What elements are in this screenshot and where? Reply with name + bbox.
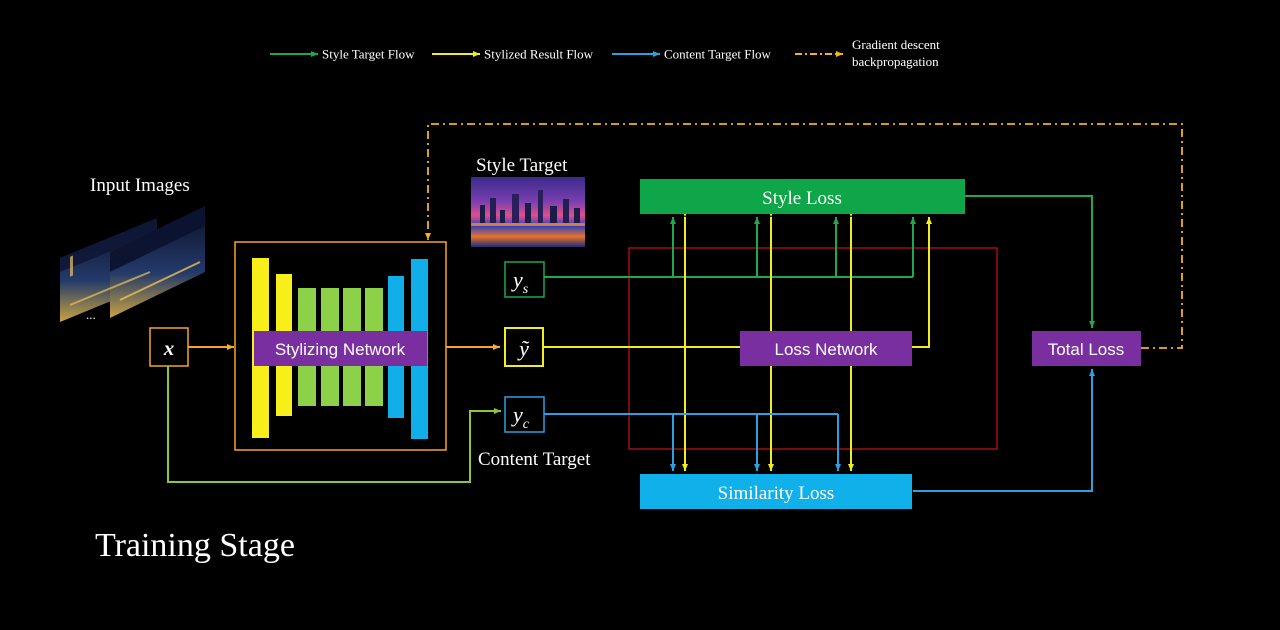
total-loss-label: Total Loss	[1048, 340, 1125, 359]
ytilde-node	[504, 327, 544, 367]
style-flow-lines	[544, 195, 1095, 328]
stylizing-network-box	[254, 331, 427, 366]
legend-style-target-flow: Style Target Flow	[322, 47, 415, 62]
yc-label: yc	[511, 402, 530, 432]
content-flow-lines	[544, 369, 1095, 492]
style-target-label: Style Target	[476, 155, 568, 176]
ytilde-label: ỹ	[517, 336, 530, 361]
style-loss-box	[640, 179, 965, 214]
content-target-label: Content Target	[478, 449, 591, 470]
legend: Style Target Flow Stylized Result Flow C…	[270, 37, 940, 69]
legend-gradient-line1: Gradient descent	[852, 37, 940, 52]
legend-gradient-line2: backpropagation	[852, 54, 939, 69]
x-to-content-target-path	[167, 366, 501, 483]
yc-node	[504, 396, 545, 433]
style-loss-label: Style Loss	[762, 188, 842, 209]
legend-stylized-result-flow: Stylized Result Flow	[484, 47, 594, 62]
similarity-loss-box	[640, 474, 912, 509]
total-loss-box	[1032, 331, 1141, 366]
ys-node	[504, 261, 545, 298]
similarity-loss-label: Similarity Loss	[718, 483, 835, 504]
loss-network-label: Loss Network	[775, 340, 878, 359]
training-stage-label: Training Stage	[95, 527, 295, 564]
loss-network-region	[628, 247, 998, 450]
input-images-label: Input Images	[90, 175, 190, 196]
legend-content-target-flow: Content Target Flow	[664, 47, 772, 62]
style-target-image	[471, 177, 585, 247]
stylizing-network-label: Stylizing Network	[275, 340, 406, 359]
ys-label: ys	[511, 267, 529, 297]
loss-network-box	[740, 331, 912, 366]
input-image-stack: ...	[60, 206, 205, 322]
x-label: x	[163, 336, 175, 360]
gradient-backprop-path	[425, 123, 1183, 349]
input-images-ellipsis: ...	[86, 307, 96, 322]
